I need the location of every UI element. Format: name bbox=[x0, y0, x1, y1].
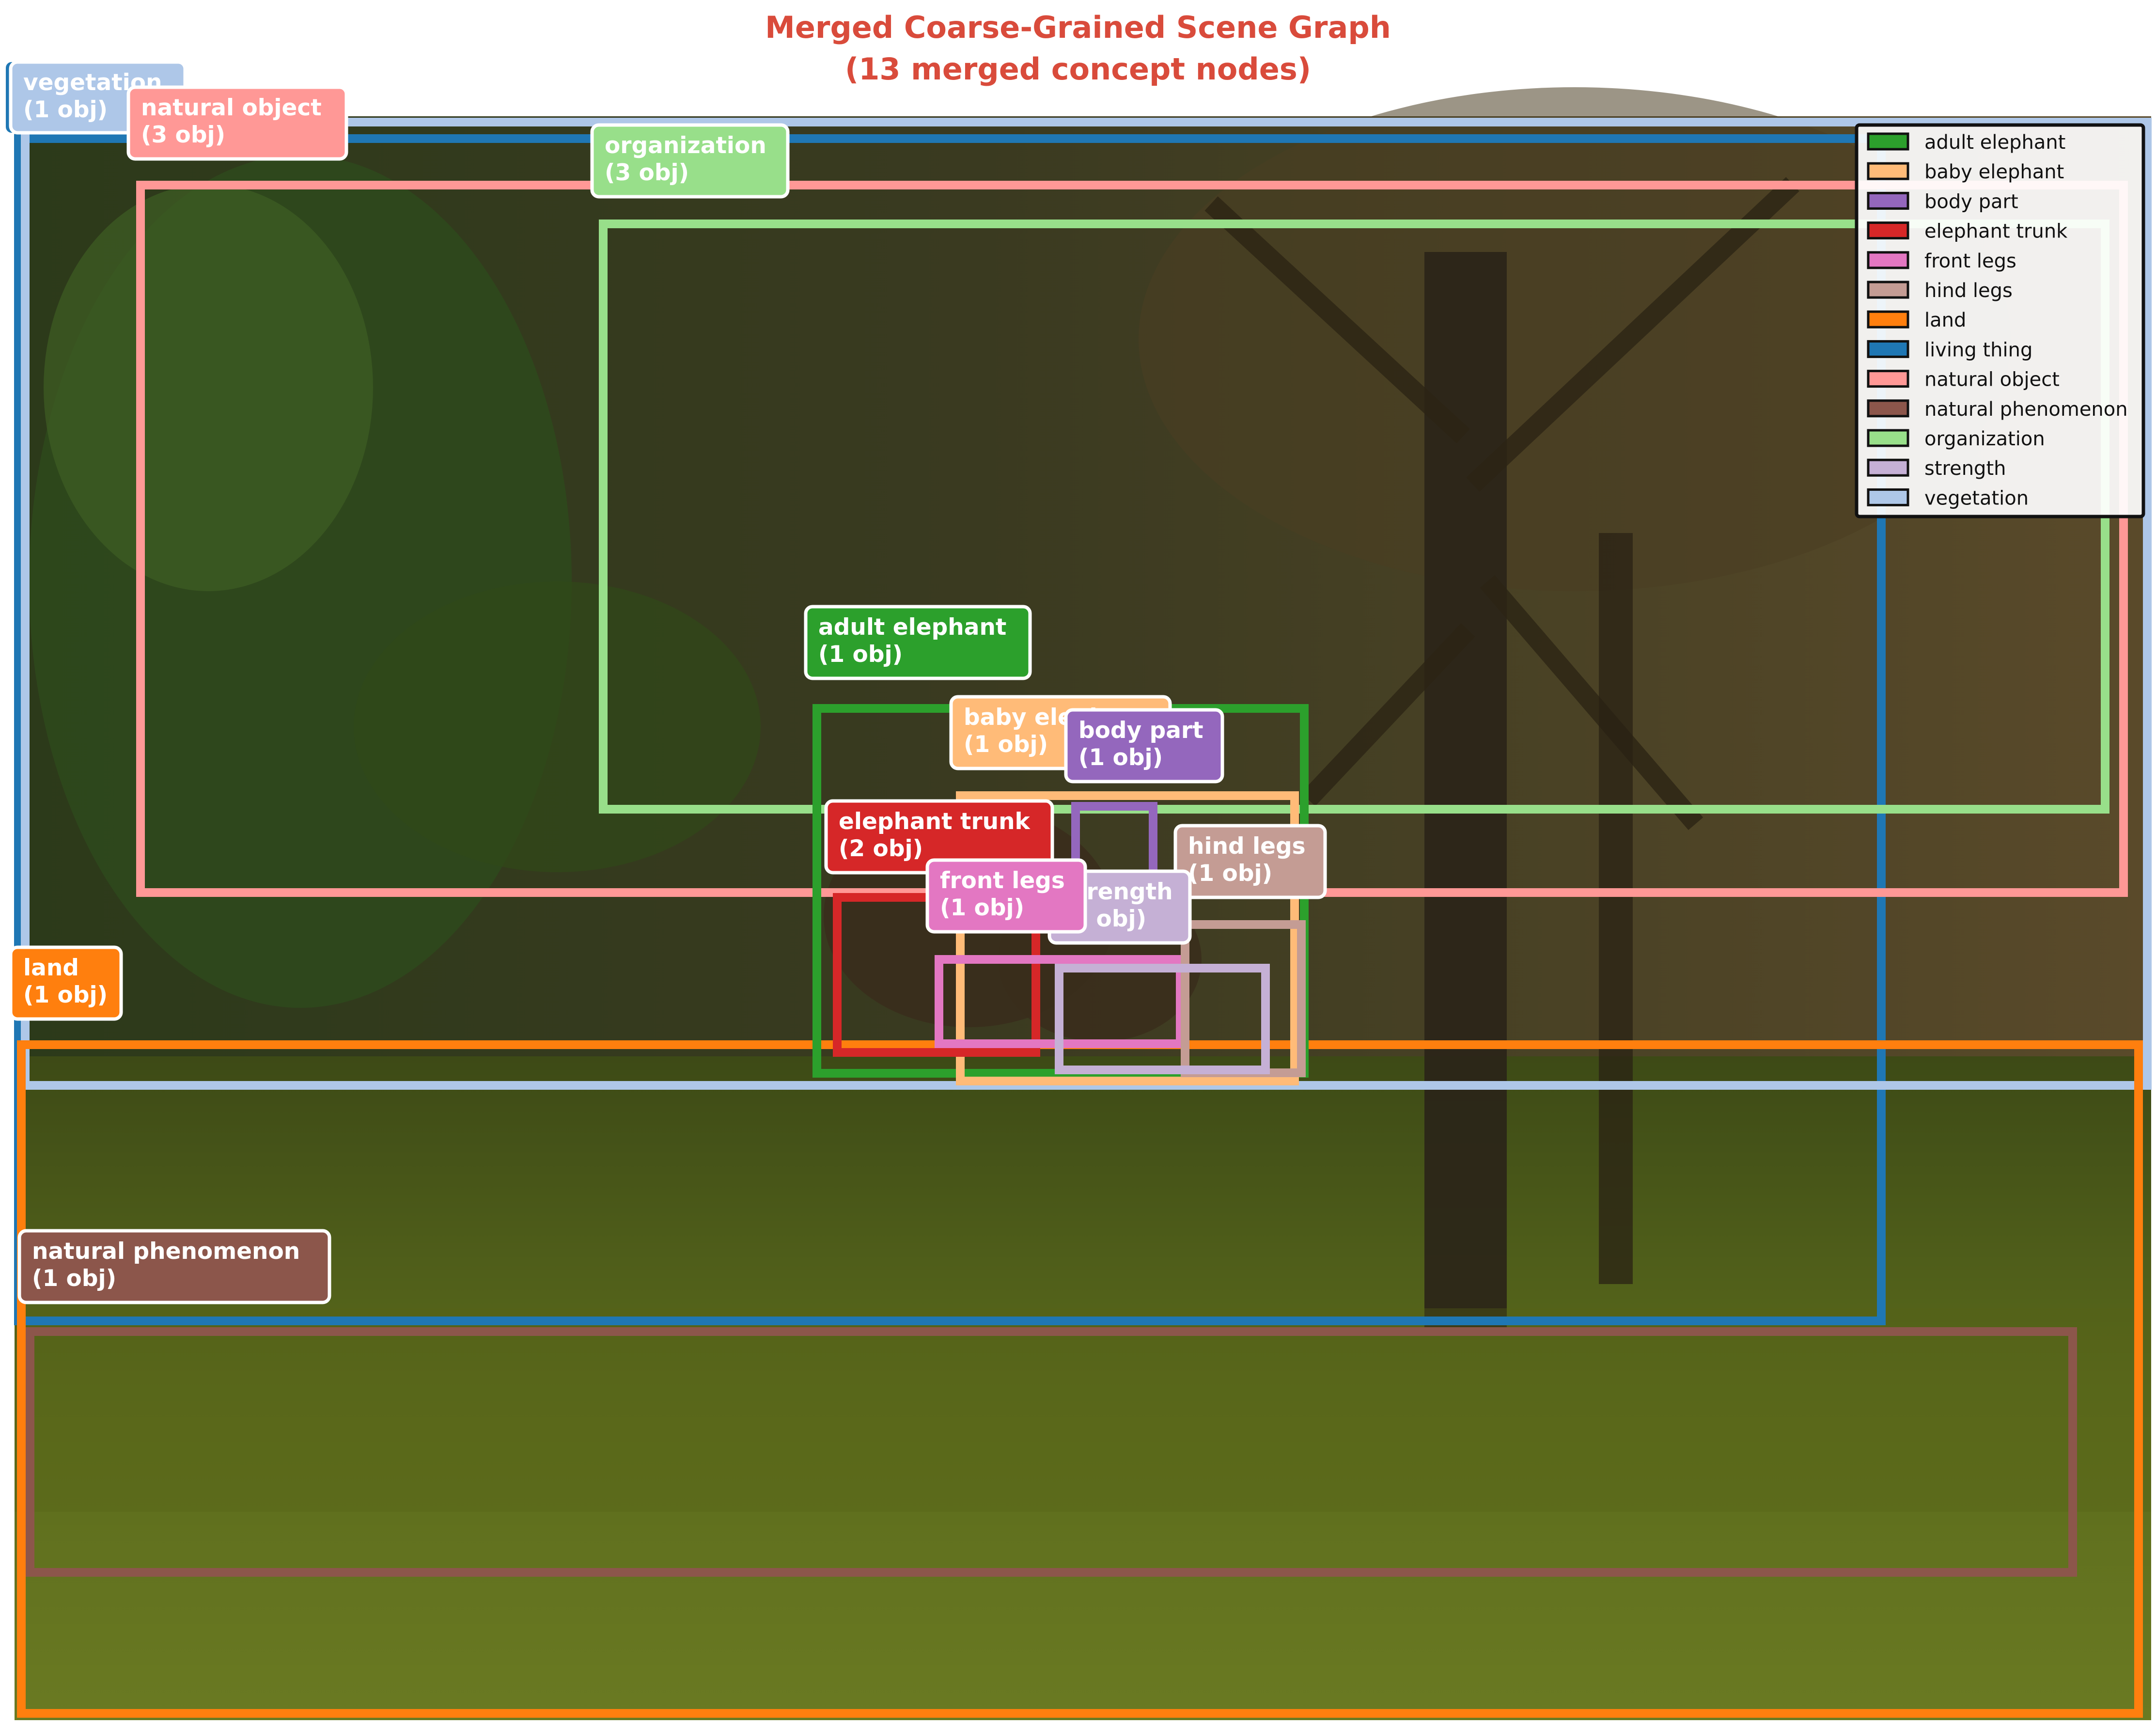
legend-item-adult-elephant: adult elephant bbox=[1867, 131, 2065, 154]
legend-label: natural object bbox=[1924, 369, 2060, 391]
label-count: (3 obj) bbox=[141, 122, 225, 148]
label-name: front legs bbox=[940, 867, 1065, 894]
label-count: (3 obj) bbox=[605, 159, 689, 186]
legend-swatch bbox=[1867, 132, 1909, 151]
legend-item-front-legs: front legs bbox=[1867, 250, 2016, 272]
label-hind-legs: hind legs(1 obj) bbox=[1173, 824, 1327, 899]
legend-swatch bbox=[1867, 458, 1909, 477]
label-box bbox=[1173, 824, 1327, 899]
label-count: (1 obj) bbox=[1078, 744, 1163, 771]
label-count: (1 obj) bbox=[818, 641, 903, 668]
legend-swatch bbox=[1867, 370, 1909, 388]
legend-swatch bbox=[1867, 488, 1909, 506]
legend-swatch bbox=[1867, 221, 1909, 240]
legend-swatch bbox=[1867, 251, 1909, 269]
label-count: (1 obj) bbox=[32, 1265, 116, 1292]
legend-swatch bbox=[1867, 340, 1909, 358]
legend-swatch bbox=[1867, 310, 1909, 329]
legend-label: elephant trunk bbox=[1924, 220, 2068, 243]
label-organization: organization(3 obj) bbox=[590, 123, 790, 199]
label-elephant-trunk: elephant trunk(2 obj) bbox=[824, 799, 1054, 875]
label-box bbox=[804, 605, 1032, 680]
label-natural-phenomenon: natural phenomenon(1 obj) bbox=[17, 1229, 331, 1304]
label-box bbox=[1064, 708, 1224, 784]
legend-item-baby-elephant: baby elephant bbox=[1867, 161, 2064, 183]
label-count: (1 obj) bbox=[940, 894, 1024, 921]
legend-label: hind legs bbox=[1924, 280, 2013, 302]
legend-label: strength bbox=[1924, 457, 2006, 480]
legend-label: land bbox=[1924, 309, 1966, 331]
label-land: land(1 obj) bbox=[9, 945, 123, 1021]
legend-frame bbox=[1855, 123, 2145, 518]
label-count: (2 obj) bbox=[839, 835, 923, 862]
label-name: natural object bbox=[141, 94, 322, 121]
legend-label: organization bbox=[1924, 428, 2045, 450]
bbox-living-thing bbox=[14, 134, 1886, 1325]
legend-swatch bbox=[1867, 281, 1909, 299]
legend: adult elephant baby elephant body part elep… bbox=[1855, 123, 2145, 518]
label-count: (1 obj) bbox=[1188, 860, 1272, 887]
label-name: natural phenomenon bbox=[32, 1238, 300, 1265]
legend-label: vegetation bbox=[1924, 487, 2029, 509]
title-line-2: (13 merged concept nodes) bbox=[844, 51, 1312, 87]
legend-label: front legs bbox=[1924, 250, 2016, 272]
legend-item-vegetation: vegetation bbox=[1867, 487, 2029, 509]
label-name: body part bbox=[1078, 717, 1203, 744]
concept-labels: vegetation(1 obj)natural object(3 obj)or… bbox=[6, 60, 1327, 1304]
label-name: elephant trunk bbox=[839, 808, 1031, 835]
bbox-natural-phenomenon bbox=[26, 1327, 2077, 1577]
legend-item-hind-legs: hind legs bbox=[1867, 280, 2013, 302]
legend-item-strength: strength bbox=[1867, 457, 2006, 480]
legend-label: baby elephant bbox=[1924, 161, 2064, 183]
legend-swatch bbox=[1867, 429, 1909, 447]
legend-item-living-thing: living thing bbox=[1867, 339, 2032, 361]
label-adult-elephant: adult elephant(1 obj) bbox=[804, 605, 1032, 680]
legend-item-organization: organization bbox=[1867, 428, 2045, 450]
bbox-baby-elephant bbox=[956, 791, 1299, 1085]
label-natural-object: natural object(3 obj) bbox=[126, 85, 348, 161]
label-name: hind legs bbox=[1188, 833, 1306, 860]
label-count: (1 obj) bbox=[23, 96, 108, 123]
legend-item-natural-phenomenon: natural phenomenon bbox=[1867, 398, 2128, 421]
label-count: (1 obj) bbox=[964, 731, 1048, 758]
legend-label: living thing bbox=[1924, 339, 2032, 361]
bbox-strength bbox=[1055, 964, 1270, 1074]
label-box bbox=[126, 85, 348, 161]
legend-swatch bbox=[1867, 399, 1909, 418]
label-name: land bbox=[23, 955, 79, 981]
label-front-legs: front legs(1 obj) bbox=[925, 858, 1087, 934]
legend-item-body-part: body part bbox=[1867, 190, 2018, 213]
label-name: organization bbox=[605, 132, 766, 159]
legend-swatch bbox=[1867, 191, 1909, 210]
legend-label: natural phenomenon bbox=[1924, 398, 2128, 421]
title-line-1: Merged Coarse-Grained Scene Graph bbox=[765, 10, 1391, 45]
chart-title: Merged Coarse-Grained Scene Graph (13 me… bbox=[0, 7, 2156, 90]
legend-label: adult elephant bbox=[1924, 131, 2065, 154]
label-box bbox=[17, 1229, 331, 1304]
legend-item-elephant-trunk: elephant trunk bbox=[1867, 220, 2068, 243]
label-box bbox=[590, 123, 790, 199]
background-photo bbox=[15, 87, 2151, 1720]
label-box bbox=[9, 945, 123, 1021]
legend-swatch bbox=[1867, 162, 1909, 180]
legend-item-natural-object: natural object bbox=[1867, 369, 2060, 391]
label-box bbox=[925, 858, 1087, 934]
label-name: adult elephant bbox=[818, 614, 1006, 641]
label-count: (1 obj) bbox=[23, 982, 108, 1008]
legend-item-land: land bbox=[1867, 309, 1966, 331]
label-body-part: body part(1 obj) bbox=[1064, 708, 1224, 784]
legend-label: body part bbox=[1924, 190, 2018, 213]
